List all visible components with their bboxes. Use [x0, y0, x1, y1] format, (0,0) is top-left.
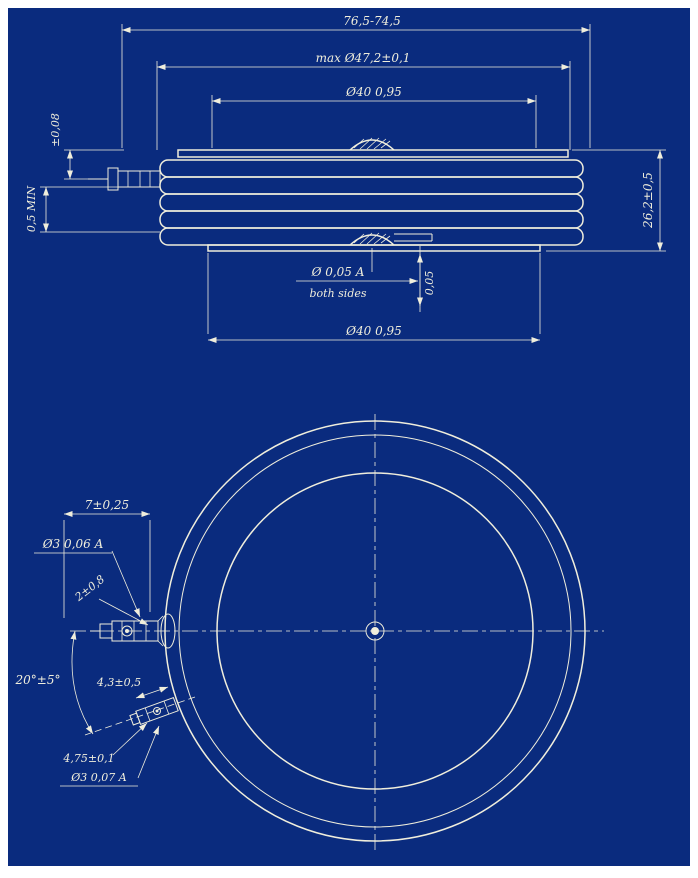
dim-label: 4,75±0,1 [62, 752, 114, 765]
dim-min-gap: 0,5 MIN [25, 186, 160, 233]
dim-pole-max: max Ø47,2±0,1 [156, 51, 571, 150]
leader-line [111, 550, 141, 618]
dim-pin-b: 4,75±0,1 [62, 722, 148, 765]
plan-view: 7±0,25 Ø3 0,06 A 2±0,8 20°±5° [15, 414, 604, 850]
tolerance-label: Ø3 0,06 A [42, 537, 104, 551]
dim-label: 0,5 MIN [25, 186, 38, 233]
extension-lines [63, 520, 151, 618]
dim-offset: ±0,08 [49, 113, 124, 180]
lead-pin-hole [121, 625, 133, 637]
top-flange [177, 149, 569, 158]
runout-note: both sides [309, 287, 366, 300]
dim-label: max Ø47,2±0,1 [316, 51, 411, 65]
gate-lead-segments [127, 171, 151, 187]
bottom-stub [394, 233, 433, 242]
angled-gate-pin [84, 696, 196, 736]
bottom-dome [349, 234, 395, 246]
top-dome [349, 139, 395, 151]
dim-height: 26,2±0,5 [546, 149, 666, 252]
leader-line [137, 725, 160, 779]
dim-label: 20°±5° [15, 673, 61, 687]
extension-lines [546, 149, 666, 252]
runout-annotation: Ø 0,05 A both sides 0,05 [296, 246, 436, 312]
extension-lines [211, 95, 537, 148]
dim-label: 76,5-74,5 [343, 14, 401, 28]
dim-label: Ø40 0,95 [345, 85, 402, 99]
extension-lines [40, 186, 160, 233]
dim-label: 4,3±0,5 [96, 676, 141, 689]
pin-tolerance-callout: Ø3 0,07 A [60, 725, 160, 787]
top-dome-hatch [353, 137, 391, 150]
dim-overall-width: 76,5-74,5 [121, 14, 591, 148]
extension-lines [64, 149, 124, 180]
gate-lead-plan [90, 613, 176, 649]
leader-line [98, 598, 149, 626]
pin-dot [155, 709, 159, 713]
pin-hole [153, 707, 161, 715]
extension-lines [156, 61, 571, 150]
tolerance-label: Ø3 0,07 A [70, 771, 127, 784]
extension-lines [207, 253, 541, 334]
gate-lead-side [88, 167, 161, 191]
bottom-dome-hatch [353, 232, 391, 245]
bottom-flange [207, 244, 541, 252]
lead-pin-dot [125, 629, 129, 633]
dim-face-top: Ø40 0,95 [211, 85, 537, 148]
extension-lines [121, 24, 591, 148]
dim-label: ±0,08 [49, 113, 62, 147]
leader-line [112, 722, 148, 756]
dim-face-bottom: Ø40 0,95 [207, 253, 541, 343]
lead-tolerance-callout: Ø3 0,06 A [34, 537, 141, 618]
stub-label: 0,05 [423, 271, 436, 296]
dim-pin-angle: 20°±5° [15, 630, 94, 735]
pin-axis [84, 696, 196, 736]
pin-segments [144, 700, 170, 722]
dim-label: 26,2±0,5 [641, 172, 655, 229]
runout-label: Ø 0,05 A [311, 265, 365, 279]
pin-cap [129, 712, 141, 726]
angle-arc [70, 630, 94, 735]
dim-label: 7±0,25 [85, 498, 129, 512]
dimension-line [135, 686, 169, 699]
dim-lead-length: 7±0,25 [63, 498, 151, 618]
lead-taper [157, 615, 164, 647]
dim-label: Ø40 0,95 [345, 324, 402, 338]
side-view: 76,5-74,5 max Ø47,2±0,1 Ø40 0,95 26,2±0,… [25, 14, 666, 343]
dim-pin-a: 4,3±0,5 [96, 676, 169, 699]
lead-washer [160, 613, 176, 649]
pin-assembly [129, 696, 179, 726]
